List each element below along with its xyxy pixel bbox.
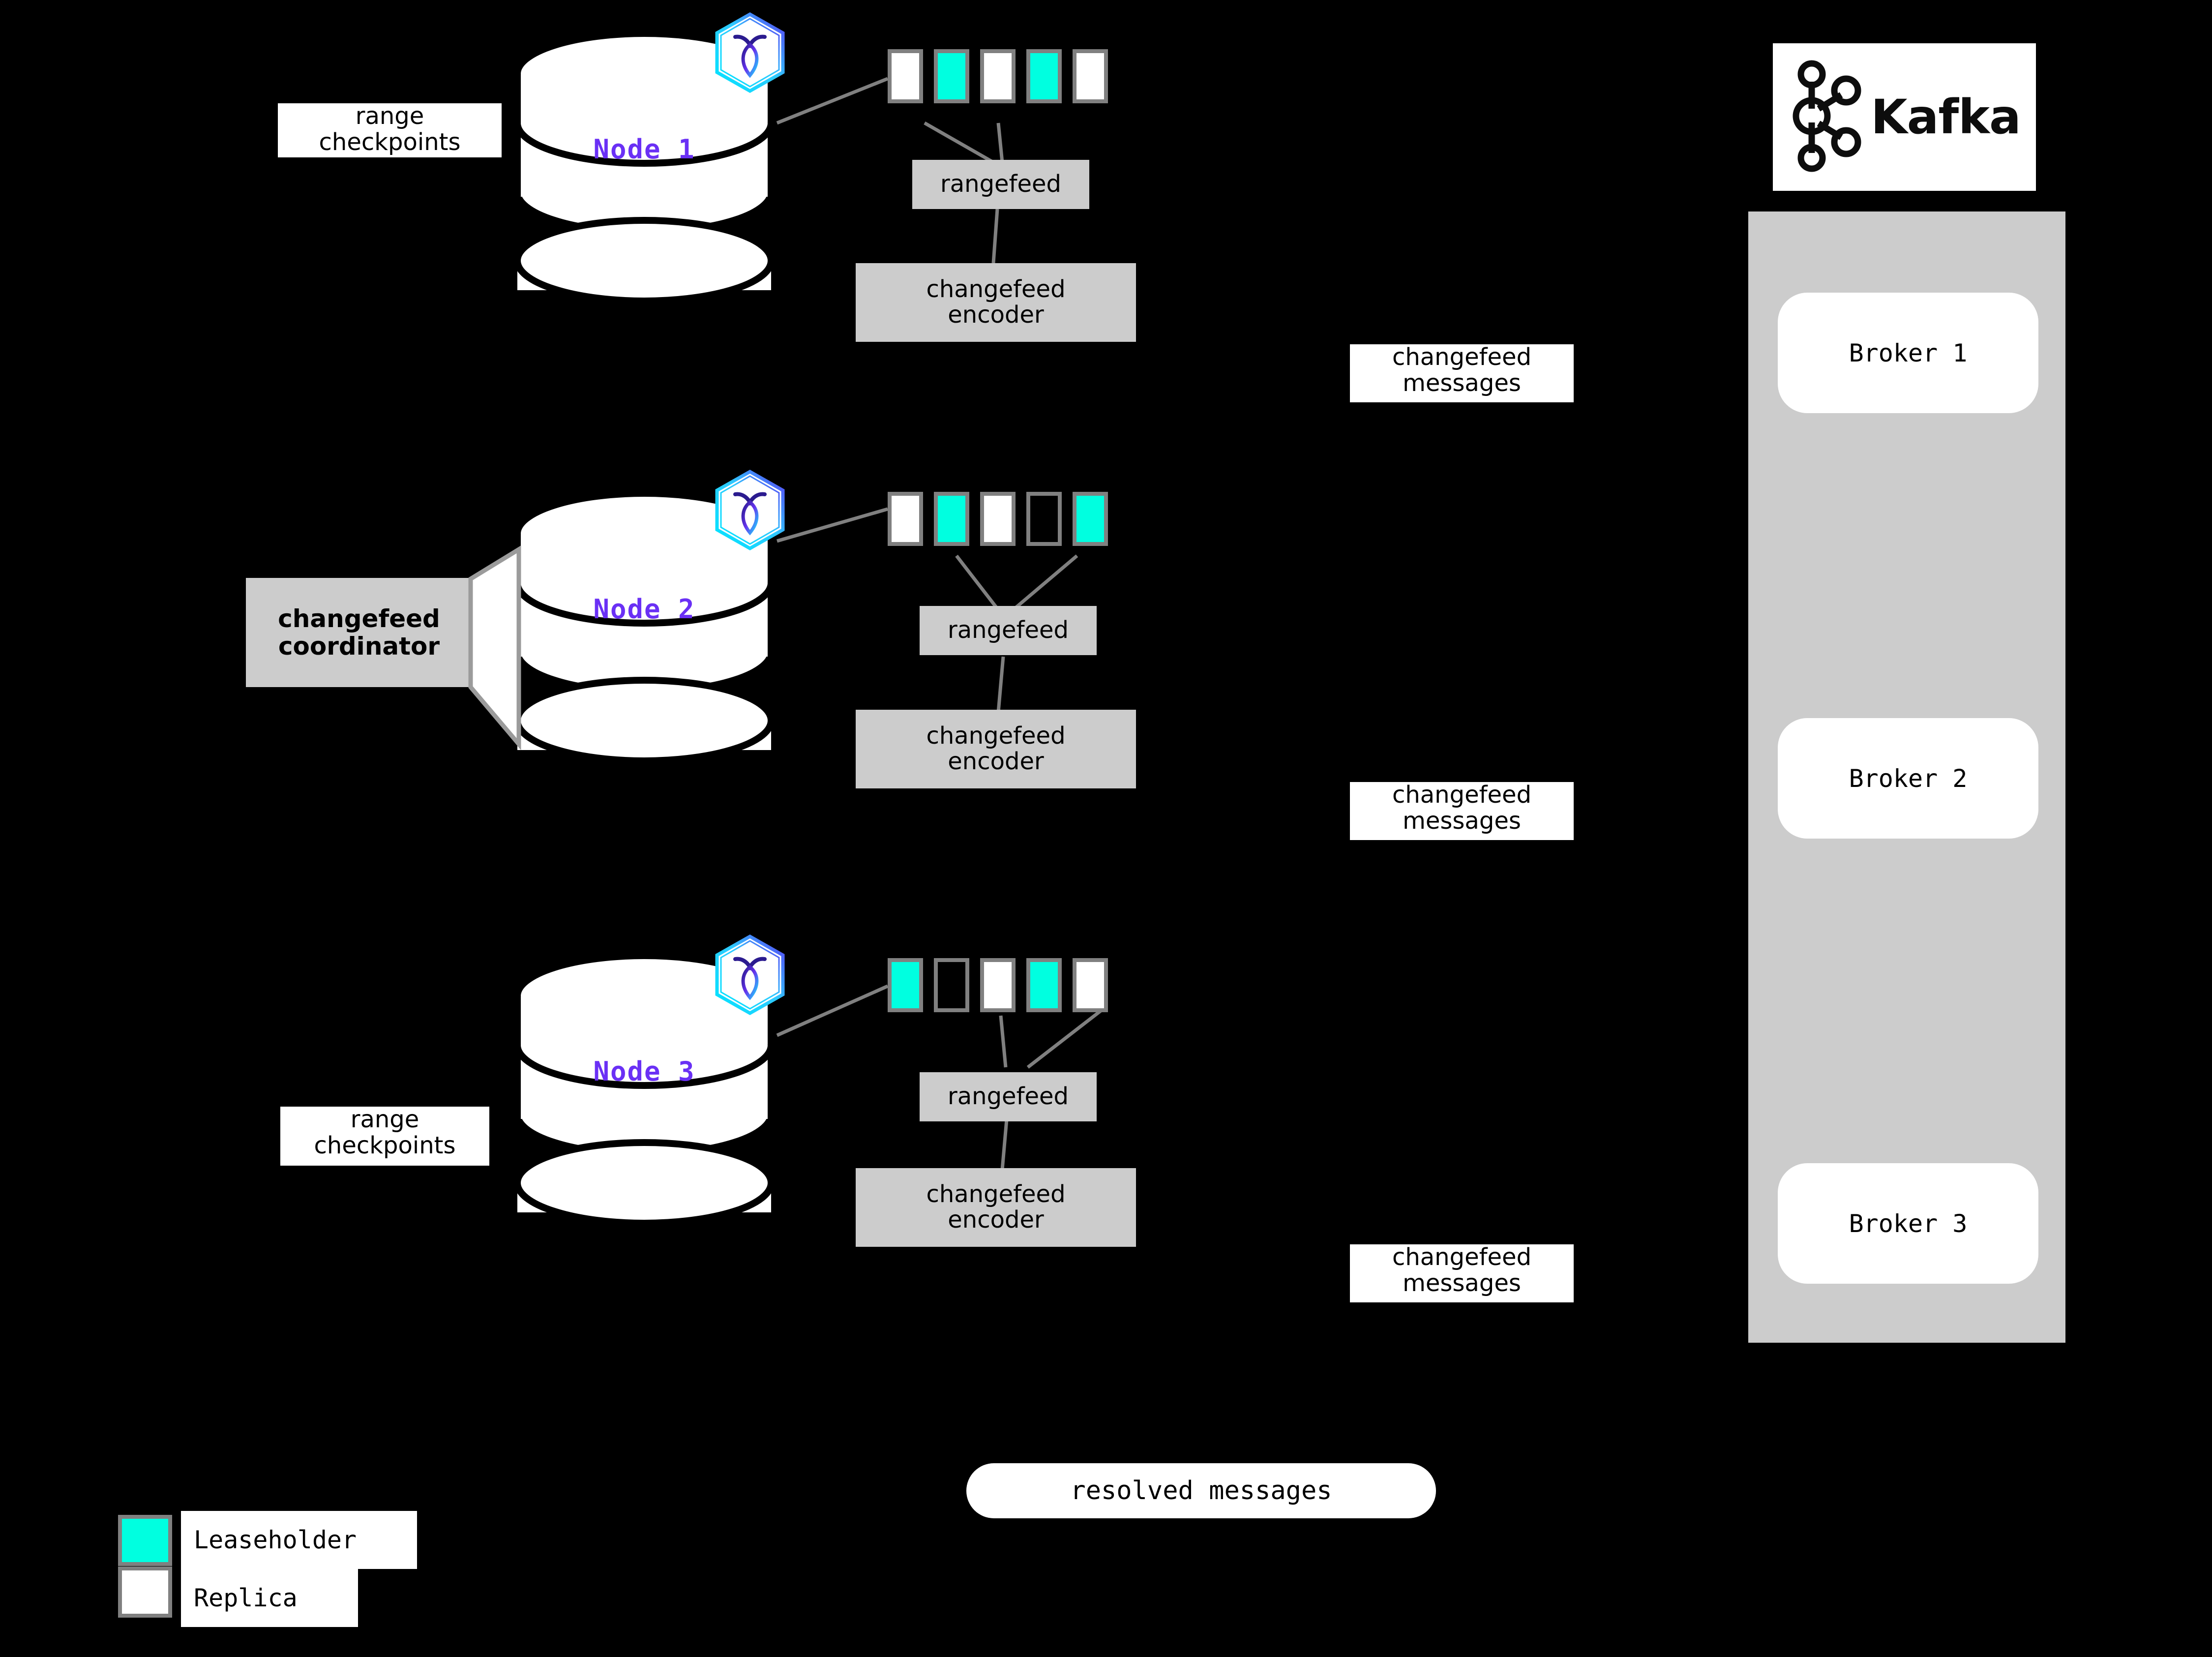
changefeed-messages-label-3: changefeed messages xyxy=(1350,1244,1574,1302)
kafka-wordmark: Kafka xyxy=(1871,90,2021,145)
broker-label: Broker 3 xyxy=(1849,1209,1968,1238)
rangefeed-label: rangefeed xyxy=(948,616,1069,644)
node-2-range-row xyxy=(888,492,1108,546)
coordinator-line-2: coordinator xyxy=(278,632,440,661)
changefeed-encoder-box-node-1[interactable]: changefeed encoder xyxy=(856,263,1136,342)
node-3-cylinder: Node 3 xyxy=(514,952,775,1237)
legend-swatch-replica xyxy=(118,1567,172,1618)
legend-label-leaseholder: Leaseholder xyxy=(181,1511,417,1569)
range-box-replica[interactable] xyxy=(888,492,923,546)
range-checkpoints-line-1: range xyxy=(350,1107,419,1133)
range-box-replica[interactable] xyxy=(980,958,1016,1012)
legend-text: Leaseholder xyxy=(194,1526,357,1554)
range-box-leaseholder[interactable] xyxy=(1026,958,1062,1012)
node-3-range-row xyxy=(888,958,1108,1012)
broker-2-card[interactable]: Broker 2 xyxy=(1778,718,2038,839)
changefeed-messages-line-1: changefeed xyxy=(1392,782,1532,809)
range-box-replica[interactable] xyxy=(888,49,923,103)
node-3-label: Node 3 xyxy=(593,1056,695,1087)
coordinator-pointer-icon xyxy=(468,545,524,751)
range-checkpoints-label-bottom: range checkpoints xyxy=(280,1107,489,1166)
changefeed-messages-label-1: changefeed messages xyxy=(1350,344,1574,402)
changefeed-messages-line-2: messages xyxy=(1403,1269,1521,1297)
range-checkpoints-line-2: checkpoints xyxy=(319,128,461,156)
rangefeed-label: rangefeed xyxy=(948,1083,1069,1111)
node-2-label: Node 2 xyxy=(593,594,695,625)
broker-3-card[interactable]: Broker 3 xyxy=(1778,1163,2038,1284)
legend-label-replica: Replica xyxy=(181,1569,358,1627)
range-box-leaseholder[interactable] xyxy=(888,958,923,1012)
changefeed-messages-line-2: messages xyxy=(1403,807,1521,835)
changefeed-messages-line-1: changefeed xyxy=(1392,1244,1532,1271)
rangefeed-label: rangefeed xyxy=(940,170,1061,198)
node-1-label: Node 1 xyxy=(593,134,695,165)
changefeed-messages-line-1: changefeed xyxy=(1392,344,1532,371)
range-box-replica[interactable] xyxy=(980,49,1016,103)
cockroachdb-hexagon-icon xyxy=(713,12,787,93)
changefeed-encoder-line-2: encoder xyxy=(948,1206,1044,1234)
range-box-replica[interactable] xyxy=(1073,49,1108,103)
legend-swatch-leaseholder xyxy=(118,1515,172,1566)
rangefeed-box-node-2[interactable]: rangefeed xyxy=(920,606,1097,655)
cockroachdb-hexagon-icon xyxy=(713,934,787,1016)
changefeed-encoder-line-2: encoder xyxy=(948,748,1044,775)
coordinator-line-1: changefeed xyxy=(278,604,440,633)
changefeed-messages-line-2: messages xyxy=(1403,369,1521,397)
broker-1-card[interactable]: Broker 1 xyxy=(1778,293,2038,413)
node-1-range-row xyxy=(888,49,1108,103)
range-box-replica[interactable] xyxy=(1073,958,1108,1012)
changefeed-encoder-line-2: encoder xyxy=(948,301,1044,329)
cockroachdb-hexagon-icon xyxy=(713,469,787,551)
broker-label: Broker 2 xyxy=(1849,764,1968,793)
changefeed-encoder-line-1: changefeed xyxy=(926,1180,1066,1208)
range-box-leaseholder[interactable] xyxy=(934,492,969,546)
range-box-leaseholder[interactable] xyxy=(1026,49,1062,103)
node-1-cylinder: Node 1 xyxy=(514,30,775,315)
changefeed-encoder-box-node-3[interactable]: changefeed encoder xyxy=(856,1168,1136,1247)
changefeed-encoder-line-1: changefeed xyxy=(926,722,1066,750)
range-checkpoints-label-top: range checkpoints xyxy=(278,103,502,157)
range-box-replica[interactable] xyxy=(980,492,1016,546)
range-checkpoints-line-2: checkpoints xyxy=(314,1131,456,1159)
rangefeed-box-node-1[interactable]: rangefeed xyxy=(912,160,1089,209)
range-box-leaseholder[interactable] xyxy=(1073,492,1108,546)
resolved-messages-label: resolved messages xyxy=(1070,1476,1332,1506)
changefeed-coordinator-box[interactable]: changefeed coordinator xyxy=(246,578,472,687)
legend-text: Replica xyxy=(194,1584,298,1612)
changefeed-messages-label-2: changefeed messages xyxy=(1350,782,1574,840)
range-checkpoints-line-1: range xyxy=(355,103,424,130)
changefeed-encoder-box-node-2[interactable]: changefeed encoder xyxy=(856,710,1136,788)
kafka-logo-box: Kafka xyxy=(1773,43,2036,191)
kafka-nodes-icon xyxy=(1788,60,1862,175)
range-box-empty[interactable] xyxy=(934,958,969,1012)
rangefeed-box-node-3[interactable]: rangefeed xyxy=(920,1072,1097,1121)
changefeed-encoder-line-1: changefeed xyxy=(926,275,1066,303)
range-box-empty[interactable] xyxy=(1026,492,1062,546)
changefeed-coordinator-callout[interactable]: changefeed coordinator xyxy=(246,545,521,751)
resolved-messages-pill: resolved messages xyxy=(966,1463,1436,1518)
range-box-leaseholder[interactable] xyxy=(934,49,969,103)
broker-label: Broker 1 xyxy=(1849,338,1968,367)
